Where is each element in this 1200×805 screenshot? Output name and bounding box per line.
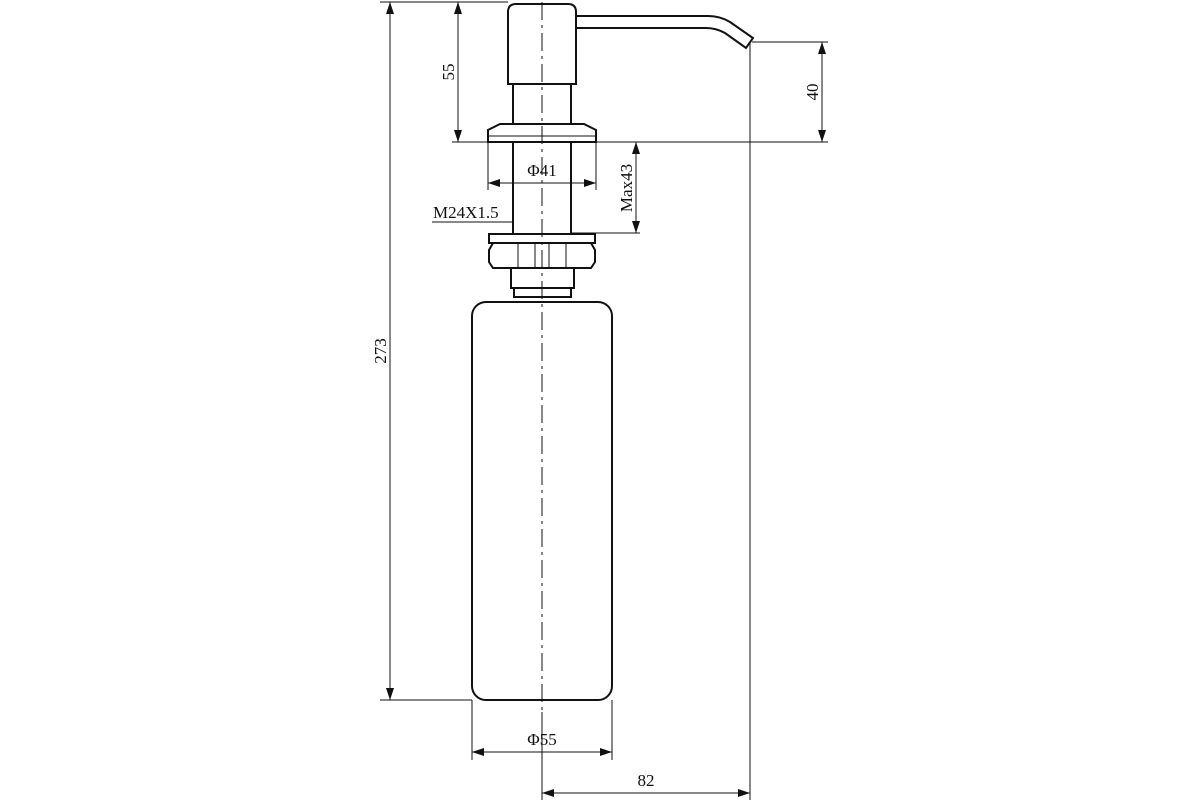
spout	[576, 15, 755, 50]
dim-spout-height: 40	[803, 84, 822, 101]
dispenser-outline	[471, 3, 755, 701]
dim-shank-diameter: Φ41	[527, 161, 556, 180]
dim-max-thickness: Max43	[617, 164, 636, 212]
dim-head-height: 55	[439, 64, 458, 81]
dim-bottle-diameter: Φ55	[527, 730, 556, 749]
dimension-lines	[386, 2, 826, 797]
dim-thread: M24X1.5	[433, 203, 499, 222]
dim-total-height: 273	[371, 338, 390, 364]
mounting-nut	[488, 242, 596, 269]
dim-spout-reach: 82	[638, 771, 655, 790]
pump-head	[507, 3, 577, 85]
extension-lines	[380, 1, 828, 800]
dimension-labels: 273 55 40 Max43 Φ41 M24X1.5 Φ55 82	[371, 64, 822, 791]
